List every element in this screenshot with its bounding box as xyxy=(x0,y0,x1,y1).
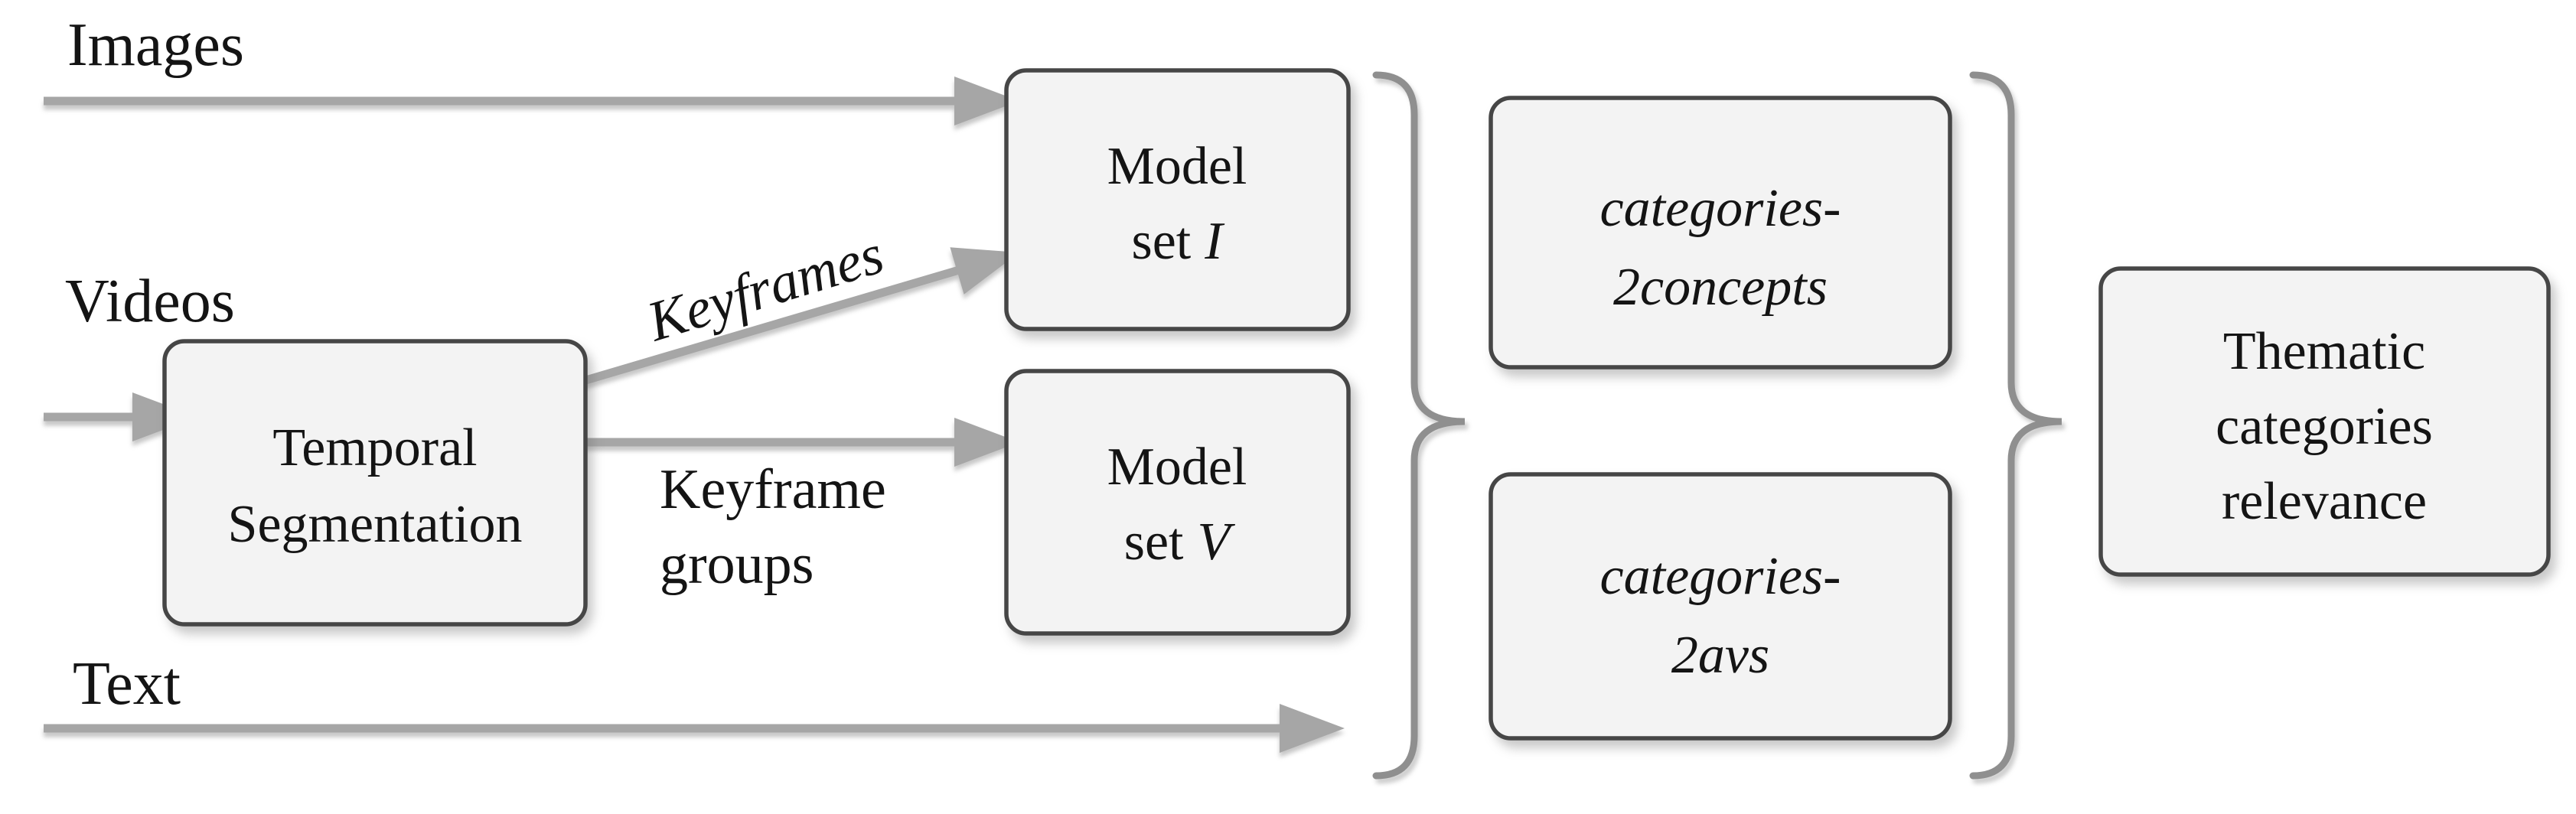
keyframes-arrow-line xyxy=(582,265,960,386)
categories-2concepts-line1: categories- xyxy=(1600,179,1841,238)
label-text: Text xyxy=(73,650,181,718)
label-keyframes: Keyframes xyxy=(640,223,891,353)
model-set-v-rect xyxy=(1004,369,1351,636)
box-thematic-categories-relevance: Thematic categories relevance xyxy=(2098,266,2551,577)
categories-2avs-line1: categories- xyxy=(1600,547,1841,606)
brace-categories-to-thematic-icon xyxy=(1969,71,2062,780)
text-arrowhead-icon xyxy=(1280,704,1345,753)
label-keyframe-groups-line1: Keyframe xyxy=(660,458,886,521)
thematic-categories-relevance-rect xyxy=(2098,266,2551,577)
temporal-segmentation-rect xyxy=(162,339,588,627)
thematic-line1: Thematic xyxy=(2223,322,2425,381)
keyframes-arrowhead-icon xyxy=(950,247,1019,295)
model-set-v-line1: Model xyxy=(1107,438,1247,497)
keyframe-groups-arrowhead-icon xyxy=(954,418,1019,467)
categories-2avs-line2: 2avs xyxy=(1671,626,1769,685)
label-images: Images xyxy=(67,11,244,79)
model-set-v-line2-prefix: set xyxy=(1124,513,1184,571)
temporal-segmentation-line2: Segmentation xyxy=(228,495,523,554)
label-videos: Videos xyxy=(65,268,235,335)
label-keyframe-groups-line2: groups xyxy=(660,533,814,596)
box-temporal-segmentation: Temporal Segmentation xyxy=(162,339,588,627)
box-categories-2avs: categories- 2avs xyxy=(1489,472,1952,741)
model-set-i-line1: Model xyxy=(1107,137,1247,196)
categories-2concepts-rect xyxy=(1489,96,1952,370)
temporal-segmentation-line1: Temporal xyxy=(272,418,477,477)
model-set-i-symbol: I xyxy=(1204,212,1225,271)
arrows xyxy=(44,77,1345,753)
thematic-line3: relevance xyxy=(2222,472,2427,531)
model-set-v-symbol: V xyxy=(1198,513,1236,571)
model-set-i-rect xyxy=(1004,68,1351,331)
categories-2avs-rect xyxy=(1489,472,1952,741)
model-set-i-line2-prefix: set xyxy=(1131,212,1191,271)
thematic-line2: categories xyxy=(2216,397,2433,456)
images-arrowhead-icon xyxy=(954,77,1019,125)
box-categories-2concepts: categories- 2concepts xyxy=(1489,96,1952,370)
brace-models-to-categories-icon xyxy=(1372,71,1466,780)
categories-2concepts-line2: 2concepts xyxy=(1613,258,1828,317)
